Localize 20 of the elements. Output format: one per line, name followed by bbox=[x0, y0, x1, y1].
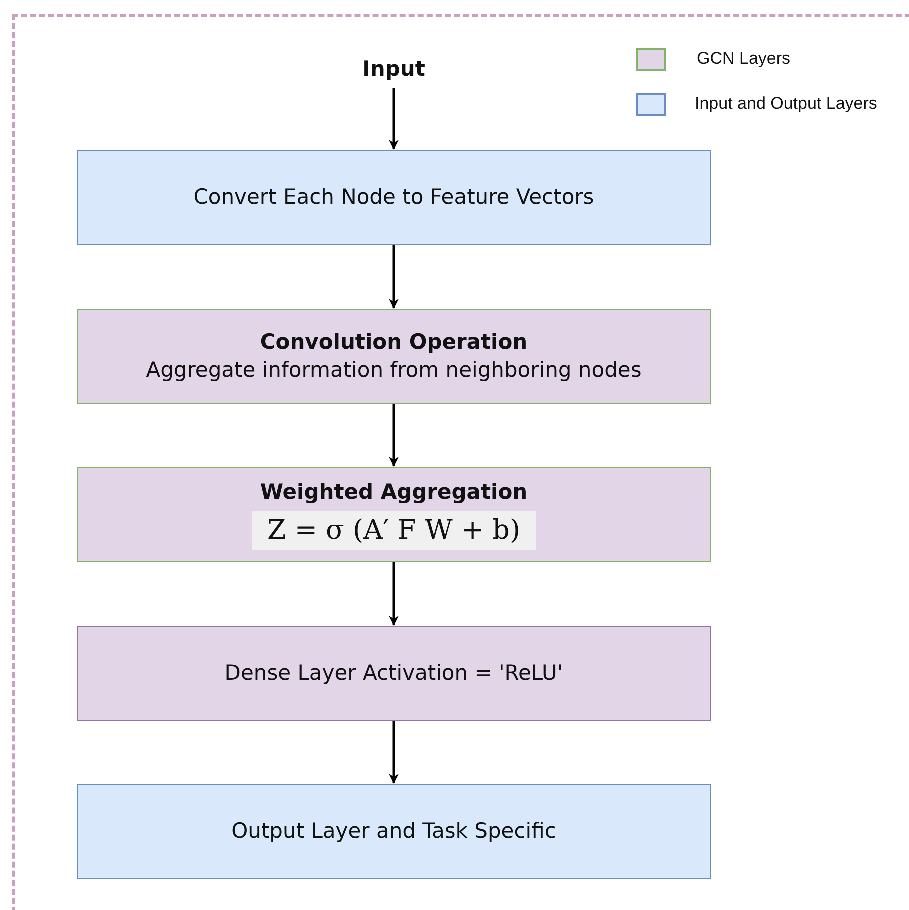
legend-text: GCN Layers bbox=[697, 49, 791, 69]
arrow bbox=[389, 721, 399, 784]
heading: Weighted Aggregation bbox=[260, 479, 528, 506]
process-box bbox=[77, 784, 711, 879]
box-text: Aggregate information from neighboring nodes bbox=[146, 356, 642, 384]
process-box bbox=[77, 626, 711, 721]
heading: Convolution Operation bbox=[260, 329, 528, 356]
arrow bbox=[389, 562, 399, 626]
process-box bbox=[77, 309, 711, 404]
box-text: Dense Layer Activation = 'ReLU' bbox=[224, 660, 564, 687]
arrow bbox=[389, 404, 399, 467]
process-box bbox=[77, 150, 711, 245]
box-text: Convert Each Node to Feature Vectors bbox=[194, 184, 594, 211]
box-text: Output Layer and Task Specific bbox=[232, 818, 556, 845]
heading: Input bbox=[362, 56, 426, 84]
legend-text: Input and Output Layers bbox=[695, 94, 878, 114]
formula: Z = σ (A′ F W + b) bbox=[252, 510, 536, 550]
arrow bbox=[389, 88, 399, 150]
arrow bbox=[389, 245, 399, 309]
process-box bbox=[77, 467, 711, 562]
